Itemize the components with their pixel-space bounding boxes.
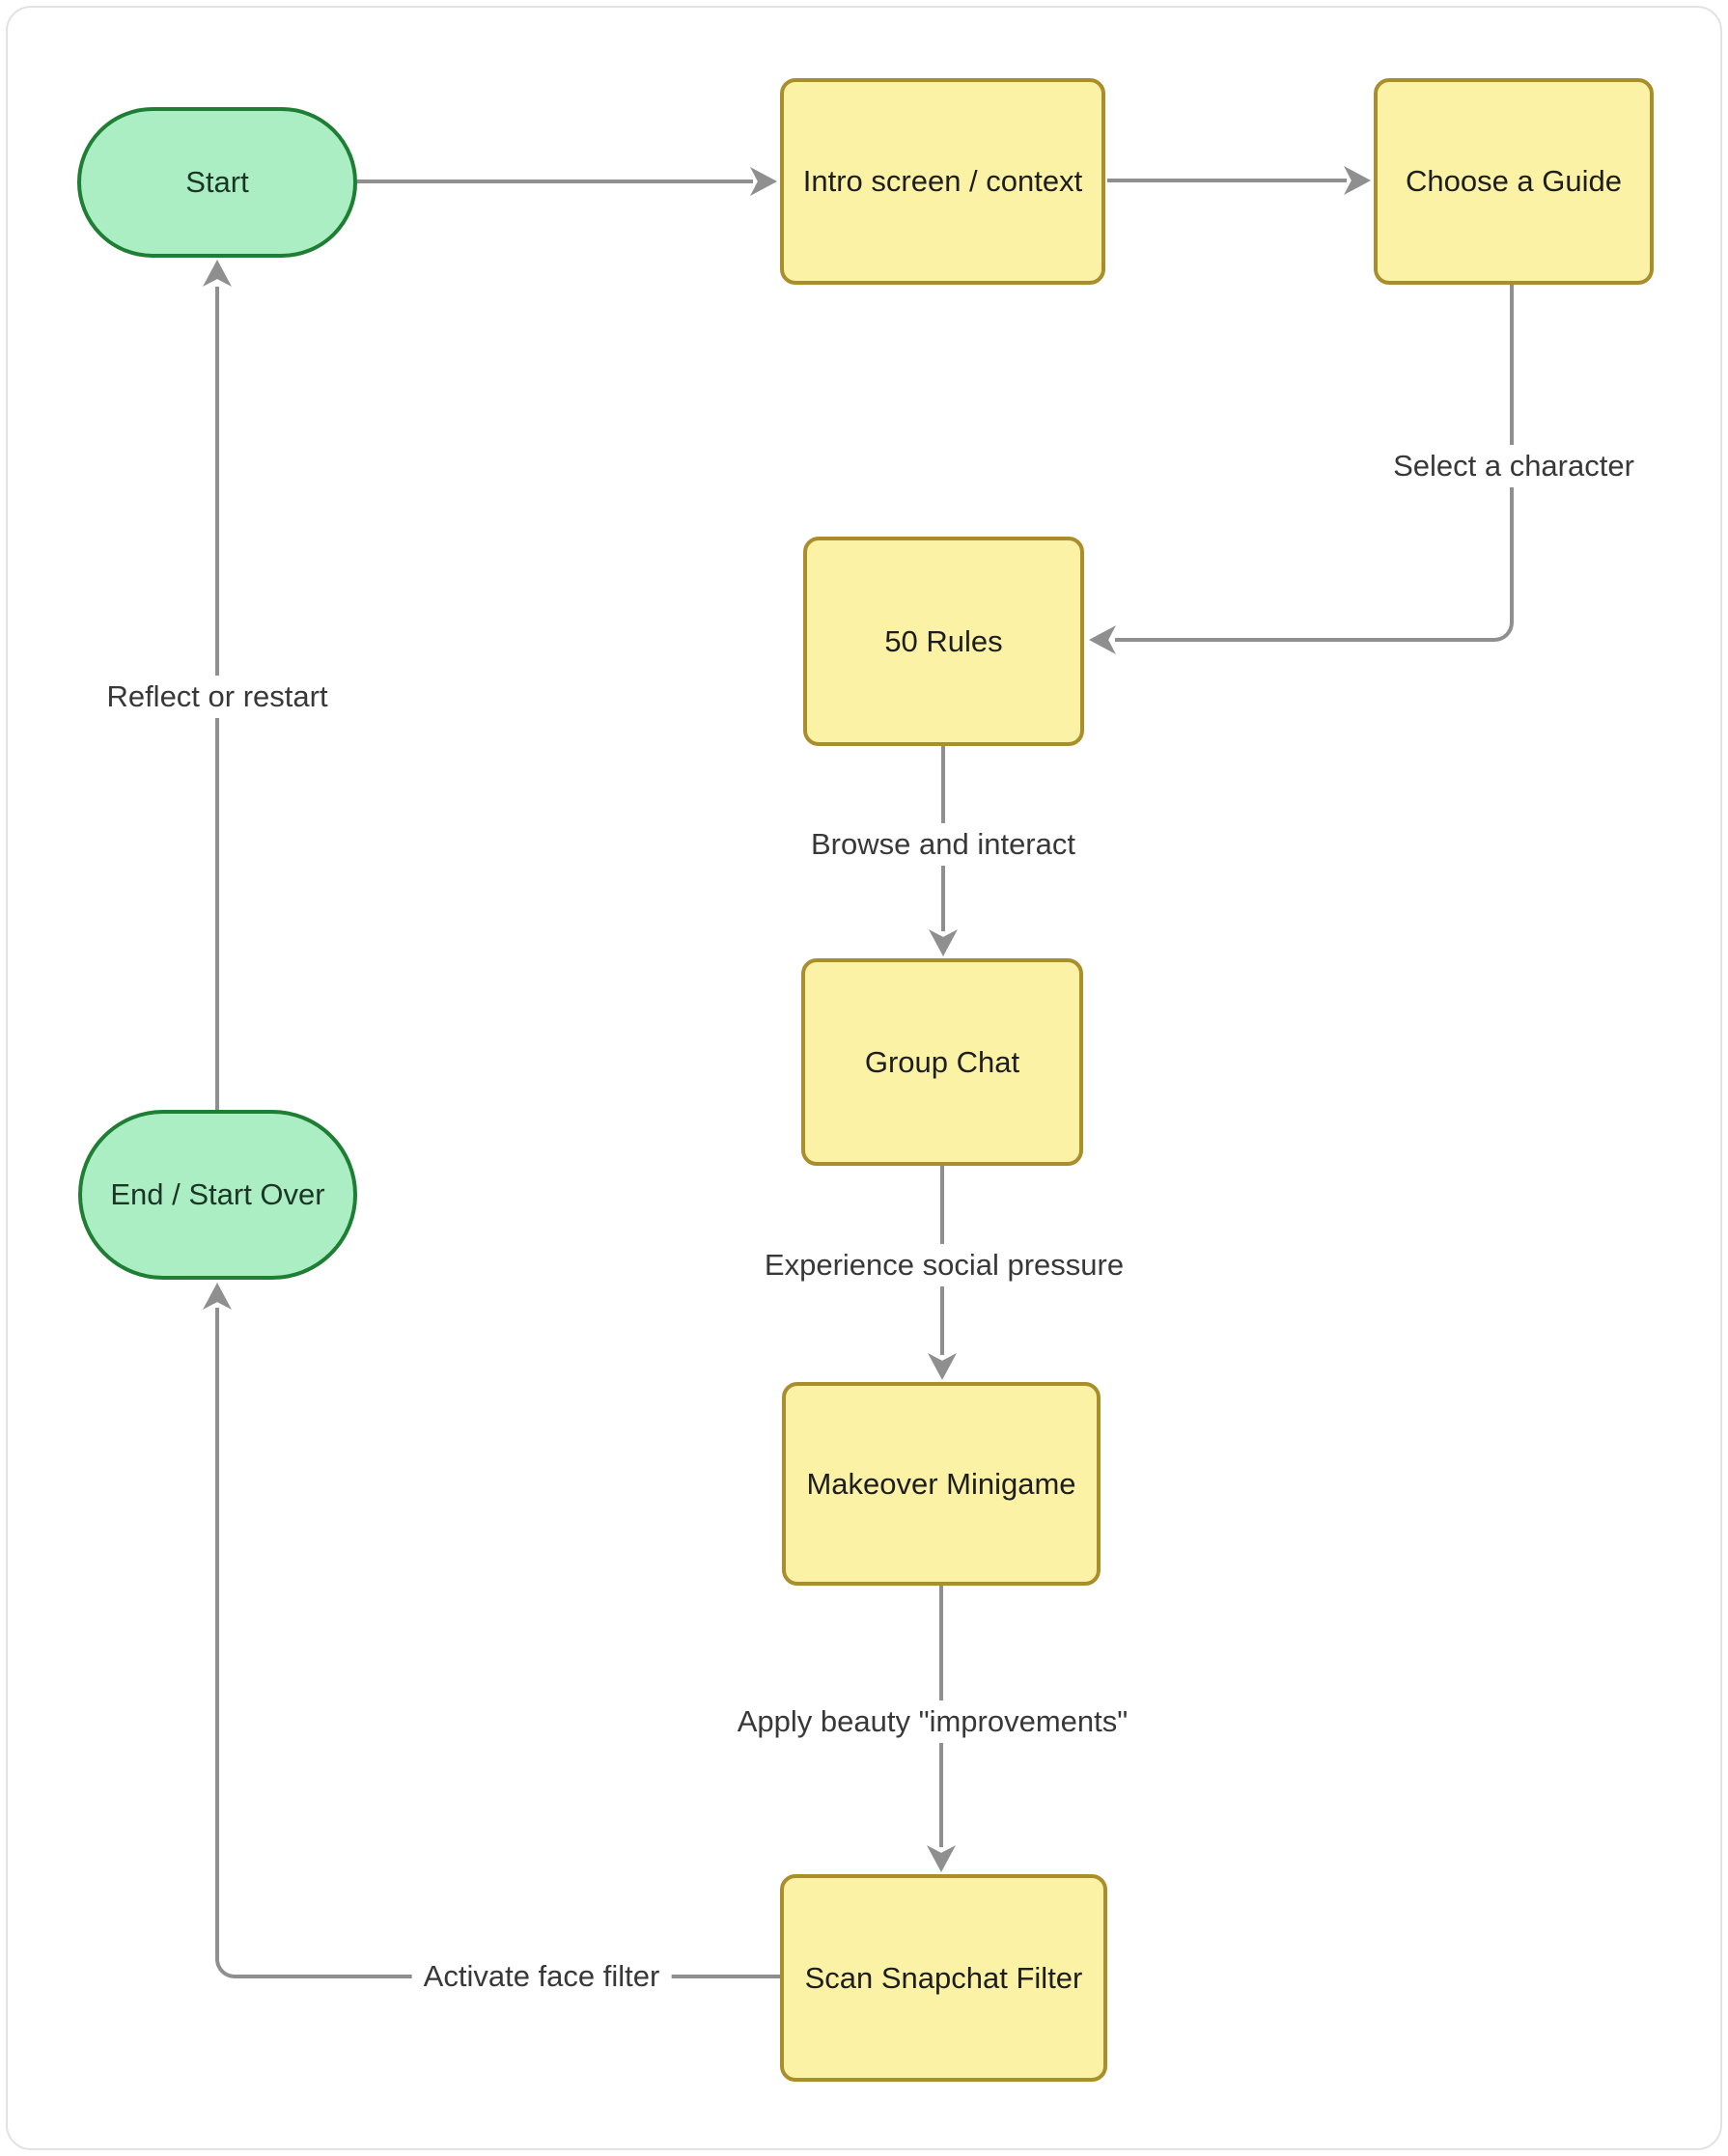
arrowhead-down-icon bbox=[927, 1845, 956, 1872]
edge-intro-to-choose bbox=[1107, 179, 1347, 182]
edge-label-activate-face-filter: Activate face filter bbox=[411, 1955, 672, 1998]
node-end-start-over: End / Start Over bbox=[78, 1110, 357, 1280]
node-choose-label: Choose a Guide bbox=[1405, 164, 1623, 198]
node-scan-snapchat-filter: Scan Snapchat Filter bbox=[780, 1874, 1107, 2082]
arrowhead-up-icon bbox=[203, 260, 232, 287]
node-rules-label: 50 Rules bbox=[884, 623, 1003, 658]
node-50-rules: 50 Rules bbox=[803, 537, 1084, 746]
arrowhead-right-icon bbox=[750, 167, 777, 196]
node-intro-label: Intro screen / context bbox=[802, 164, 1083, 198]
edge-label-apply-beauty-improvements: Apply beauty "improvements" bbox=[725, 1700, 1140, 1743]
arrowhead-left-icon bbox=[1089, 625, 1116, 654]
node-group-chat-label: Group Chat bbox=[864, 1044, 1020, 1079]
edge-label-reflect-or-restart: Reflect or restart bbox=[95, 676, 340, 718]
node-makeover-minigame: Makeover Minigame bbox=[782, 1382, 1101, 1586]
edge-label-experience-social-pressure: Experience social pressure bbox=[752, 1244, 1136, 1286]
arrowhead-up-icon bbox=[203, 1283, 232, 1310]
node-makeover-label: Makeover Minigame bbox=[806, 1466, 1076, 1501]
node-end-label: End / Start Over bbox=[110, 1177, 325, 1211]
node-group-chat: Group Chat bbox=[801, 958, 1083, 1166]
edge-label-select-a-character: Select a character bbox=[1381, 445, 1646, 487]
node-scan-label: Scan Snapchat Filter bbox=[804, 1960, 1083, 1995]
node-start-label: Start bbox=[185, 165, 249, 199]
edge-start-to-intro bbox=[357, 180, 753, 183]
node-start: Start bbox=[77, 107, 357, 258]
edge-scan-to-end bbox=[215, 1308, 780, 1978]
node-intro-screen-context: Intro screen / context bbox=[780, 78, 1105, 285]
arrowhead-down-icon bbox=[928, 1353, 957, 1380]
node-choose-a-guide: Choose a Guide bbox=[1374, 78, 1654, 285]
arrowhead-right-icon bbox=[1344, 166, 1371, 195]
arrowhead-down-icon bbox=[929, 929, 958, 956]
edge-label-browse-and-interact: Browse and interact bbox=[799, 823, 1087, 866]
